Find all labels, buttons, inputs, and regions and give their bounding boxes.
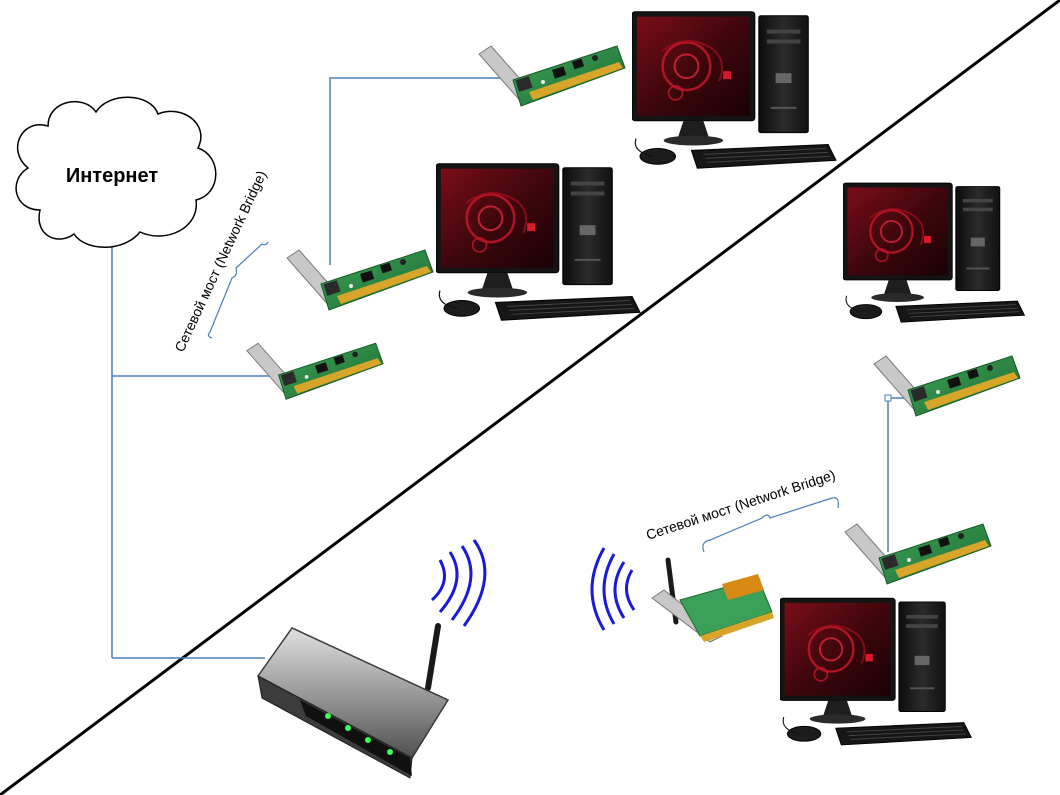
network-card-icon — [246, 342, 384, 400]
cable-lines-left — [111, 77, 523, 659]
cable-lines-right — [884, 394, 918, 552]
network-card-icon — [478, 45, 626, 107]
network-card-icon — [844, 523, 992, 585]
cloud-icon: Интернет — [15, 96, 217, 248]
desktop-pc-icon — [780, 597, 973, 747]
wifi-adapter-icon — [651, 557, 774, 643]
cloud-label: Интернет — [66, 165, 159, 187]
network-card-icon — [873, 355, 1021, 417]
wireless-signal-icon — [430, 539, 487, 627]
network-bridge-right: Сетевой мост (Network Bridge) — [644, 466, 839, 553]
wireless-signal-icon — [590, 547, 636, 631]
router-led — [345, 725, 351, 731]
desktop-pc-icon — [436, 162, 642, 322]
router-led — [387, 749, 393, 755]
router-led — [365, 737, 371, 743]
desktop-pc-icon — [632, 10, 838, 170]
desktop-pc-icon — [843, 181, 1026, 324]
network-card-icon — [286, 249, 434, 311]
wireless-router-icon — [256, 623, 450, 779]
router-led — [325, 713, 331, 719]
bridge-label-right: Сетевой мост (Network Bridge) — [644, 466, 837, 542]
